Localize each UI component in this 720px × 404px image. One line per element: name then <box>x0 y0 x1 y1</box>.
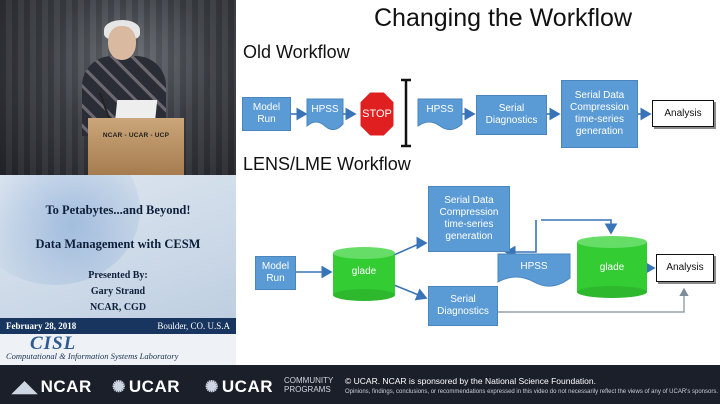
copyright-text: © UCAR. NCAR is sponsored by the Nationa… <box>345 376 596 386</box>
disclaimer-text: Opinions, findings, conclusions, or reco… <box>345 389 718 395</box>
title-card: To Petabytes...and Beyond! Data Manageme… <box>0 175 236 365</box>
glade-cylinder-1 <box>333 247 395 301</box>
ncar-logo: ◢◣NCAR <box>12 377 92 397</box>
podium: NCAR - UCAR - UCP <box>88 118 184 175</box>
card-swoosh <box>0 175 140 285</box>
date-bar <box>0 318 236 334</box>
hpss-shape-2 <box>417 98 463 130</box>
hpss-shape-1 <box>306 98 344 130</box>
presented-by-label: Presented By: <box>88 270 148 281</box>
ucar-community-logo: ✺UCAR <box>205 377 273 397</box>
ucar-community-logo-text: UCAR <box>221 377 274 396</box>
new-serial-diagnostics-box: Serial Diagnostics <box>428 286 498 326</box>
talk-location: Boulder, CO. U.S.A <box>157 321 230 331</box>
old-model-run-box: Model Run <box>242 97 291 131</box>
podium-label: NCAR - UCAR - UCP <box>102 132 170 139</box>
footer-bar: ◢◣NCAR ✺UCAR ✺UCAR COMMUNITY PROGRAMS © … <box>0 365 720 404</box>
glade-label-1: glade <box>351 266 377 277</box>
ucar-community-star-icon: ✺ <box>205 379 219 396</box>
ucar-logo-text: UCAR <box>128 377 181 396</box>
arrow-compress-to-hpss <box>504 220 537 259</box>
new-workflow-heading: LENS/LME Workflow <box>243 154 411 174</box>
old-analysis-box: Analysis <box>652 100 714 127</box>
community-programs-label: COMMUNITY PROGRAMS <box>284 376 334 394</box>
old-workflow-heading: Old Workflow <box>243 42 350 62</box>
stop-label: STOP <box>362 108 392 120</box>
ncar-swoosh-icon: ◢◣ <box>12 379 38 396</box>
new-serial-compression-box: Serial Data Compression time-series gene… <box>428 186 510 252</box>
old-hpss-label-2: HPSS <box>426 104 454 115</box>
arrow-diag-to-analysis <box>498 287 689 313</box>
old-serial-diagnostics-box: Serial Diagnostics <box>476 95 547 135</box>
presenter-org: NCAR, CGD <box>89 302 147 313</box>
cisl-logo: CISL <box>30 333 77 354</box>
new-hpss-label: HPSS <box>520 261 548 272</box>
speaker-head <box>108 26 136 60</box>
lab-strip <box>0 334 236 365</box>
arrow-compress-to-glade <box>541 219 618 235</box>
ncar-logo-text: NCAR <box>40 377 92 396</box>
arrow-glade-to-compress <box>393 236 428 256</box>
stop-sign-icon <box>359 91 395 137</box>
workflow-diagram <box>291 78 689 313</box>
old-serial-compression-box: Serial Data Compression time-series gene… <box>561 80 638 148</box>
speaker-video: NCAR - UCAR - UCP <box>0 0 236 175</box>
slide-title: Changing the Workflow <box>373 4 632 32</box>
old-hpss-label-1: HPSS <box>311 104 339 115</box>
ucar-logo: ✺UCAR <box>112 377 180 397</box>
ucar-star-icon: ✺ <box>112 379 126 396</box>
talk-title: To Petabytes...and Beyond! <box>45 203 191 217</box>
talk-subtitle: Data Management with CESM <box>35 237 201 251</box>
glade-label-2: glade <box>599 262 625 273</box>
arrow-glade-to-diag <box>393 284 428 301</box>
hpss-shape-3 <box>497 253 571 287</box>
talk-date: February 28, 2018 <box>6 321 77 331</box>
new-model-run-box: Model Run <box>255 256 296 290</box>
lab-name: Computational & Information Systems Labo… <box>6 351 179 361</box>
new-analysis-box: Analysis <box>656 254 714 282</box>
presentation-slide: Changing the Workflow Old Workflow LENS/… <box>236 0 720 365</box>
glade-cylinder-2 <box>577 236 647 298</box>
presenter-name: Gary Strand <box>90 286 146 297</box>
